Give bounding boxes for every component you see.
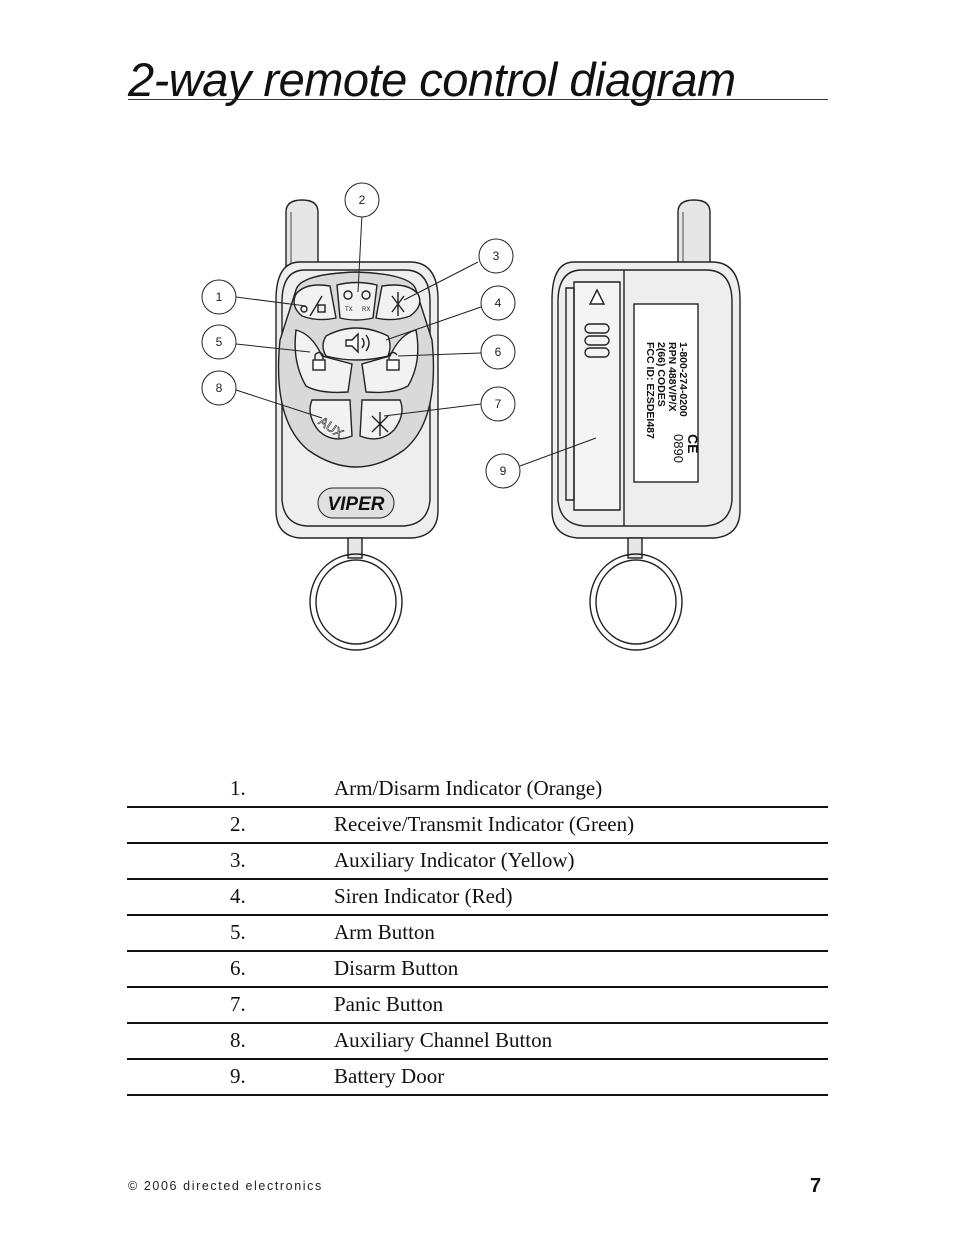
legend-number: 7. xyxy=(230,992,246,1016)
legend-row: 8. Auxiliary Channel Button xyxy=(127,1024,828,1060)
page-title: 2-way remote control diagram xyxy=(128,53,736,106)
legend-row: 2. Receive/Transmit Indicator (Green) xyxy=(127,808,828,844)
back-label-line-3: 2(66) CODES xyxy=(655,342,667,407)
callout-2: 2 xyxy=(359,193,366,207)
ce-mark: CE xyxy=(685,434,701,453)
legend-row: 3. Auxiliary Indicator (Yellow) xyxy=(127,844,828,880)
callout-4: 4 xyxy=(495,296,502,310)
legend-text: Siren Indicator (Red) xyxy=(334,884,513,908)
front-remote xyxy=(275,199,439,651)
callout-6: 6 xyxy=(495,345,502,359)
legend-number: 8. xyxy=(230,1028,246,1052)
remote-diagram: 1 2 3 4 5 6 8 7 9 TX RX AUX VIPER 1-800-… xyxy=(201,182,741,651)
legend-number: 5. xyxy=(230,920,246,944)
back-label-line-4: FCC ID: EZSDEI487 xyxy=(644,342,656,439)
legend-row: 1. Arm/Disarm Indicator (Orange) xyxy=(127,772,828,808)
callout-9: 9 xyxy=(500,464,507,478)
rx-label: RX xyxy=(362,307,370,313)
legend-number: 2. xyxy=(230,812,246,836)
legend-table: 1. Arm/Disarm Indicator (Orange) 2. Rece… xyxy=(127,772,828,1096)
title-rule xyxy=(128,99,828,100)
legend-number: 1. xyxy=(230,776,246,800)
callout-1: 1 xyxy=(216,290,223,304)
legend-row: 4. Siren Indicator (Red) xyxy=(127,880,828,916)
callout-8: 8 xyxy=(216,381,223,395)
callout-5: 5 xyxy=(216,335,223,349)
tx-label: TX xyxy=(345,307,353,313)
callout-3: 3 xyxy=(493,249,500,263)
legend-number: 9. xyxy=(230,1064,246,1088)
footer-copyright: © 2006 directed electronics xyxy=(128,1179,323,1193)
cert-number: 0890 xyxy=(671,434,686,463)
legend-text: Panic Button xyxy=(334,992,444,1016)
legend-text: Disarm Button xyxy=(334,956,459,980)
page-number: 7 xyxy=(810,1175,822,1197)
legend-row: 9. Battery Door xyxy=(127,1060,828,1096)
legend-text: Battery Door xyxy=(334,1064,445,1088)
legend-row: 7. Panic Button xyxy=(127,988,828,1024)
brand-logo: VIPER xyxy=(327,494,384,515)
back-remote xyxy=(551,199,741,651)
legend-row: 5. Arm Button xyxy=(127,916,828,952)
legend-text: Arm/Disarm Indicator (Orange) xyxy=(334,776,603,800)
legend-text: Auxiliary Channel Button xyxy=(334,1028,553,1052)
callout-7: 7 xyxy=(495,397,502,411)
back-label-line-2: RPN 488V/P/X xyxy=(666,342,678,411)
legend-text: Auxiliary Indicator (Yellow) xyxy=(334,848,575,872)
legend-text: Receive/Transmit Indicator (Green) xyxy=(334,812,635,836)
callout-leaders xyxy=(235,213,597,467)
back-label-line-1: 1-800-274-0200 xyxy=(677,342,689,417)
legend-number: 6. xyxy=(230,956,246,980)
legend-row: 6. Disarm Button xyxy=(127,952,828,988)
legend-number: 3. xyxy=(230,848,246,872)
legend-text: Arm Button xyxy=(334,920,435,944)
legend-number: 4. xyxy=(230,884,246,908)
